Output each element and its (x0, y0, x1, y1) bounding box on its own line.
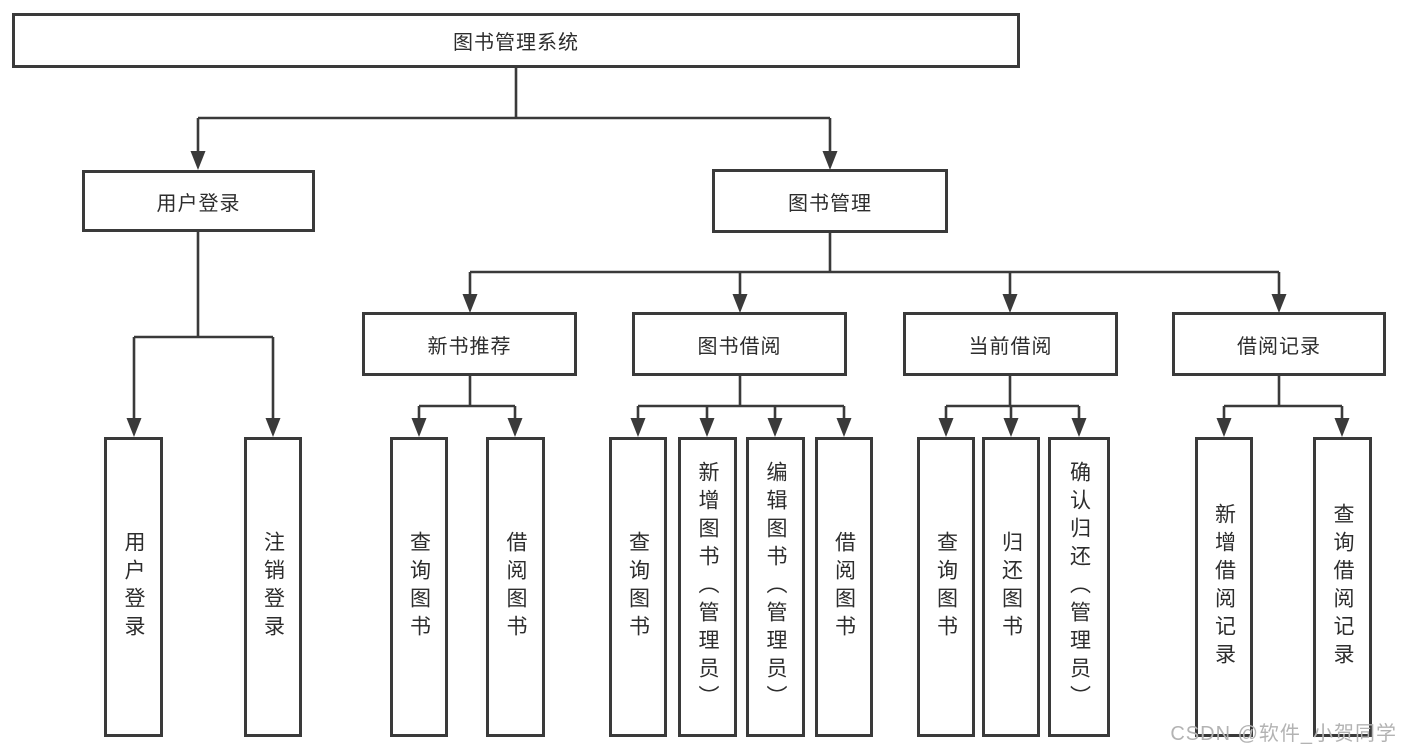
connector-user-login (132, 232, 275, 419)
arrowhead (630, 418, 646, 437)
node-label: 查询图书 (626, 531, 650, 643)
node-label: 借阅图书 (832, 531, 856, 643)
node-current-borrow: 当前借阅 (903, 312, 1118, 376)
csdn-watermark: CSDN @软件_小贺同学 (1170, 723, 1397, 745)
leaf-query-borrow-record: 查询借阅记录 (1313, 437, 1372, 737)
connector-book-management (468, 233, 1281, 295)
arrowhead (767, 418, 783, 437)
arrowhead (411, 418, 427, 437)
leaf-borrow-books-recommend: 借阅图书 (486, 437, 545, 737)
arrowhead (1003, 418, 1019, 437)
arrowhead (265, 418, 281, 437)
node-label: 借阅图书 (504, 531, 527, 643)
node-label: 借阅记录 (1237, 335, 1321, 358)
leaf-add-borrow-record: 新增借阅记录 (1195, 437, 1253, 737)
connector-current-borrow (944, 376, 1081, 419)
connector-borrow-records (1222, 376, 1344, 419)
node-label: 新书推荐 (427, 335, 512, 358)
node-label: 当前借阅 (968, 335, 1053, 358)
connector-book-borrow (636, 376, 846, 419)
leaf-return-books: 归还图书 (982, 437, 1040, 737)
node-label: 注销登录 (261, 531, 285, 643)
node-book-management: 图书管理 (712, 169, 948, 233)
arrowhead (822, 151, 838, 170)
leaf-query-books-recommend: 查询图书 (390, 437, 448, 737)
node-label: 图书借阅 (697, 335, 782, 358)
arrowhead (126, 418, 142, 437)
arrowhead (507, 418, 523, 437)
arrowhead (938, 418, 954, 437)
leaf-query-books-borrow: 查询图书 (609, 437, 667, 737)
node-borrow-records: 借阅记录 (1172, 312, 1386, 376)
leaf-query-books-current: 查询图书 (917, 437, 975, 737)
leaf-user-login: 用户登录 (104, 437, 163, 737)
arrowhead (1271, 294, 1287, 313)
arrowhead (1334, 418, 1350, 437)
node-user-login: 用户登录 (82, 170, 315, 232)
node-label: 查询借阅记录 (1331, 503, 1354, 671)
connector-new-book (417, 376, 517, 419)
node-library-system: 图书管理系统 (12, 13, 1020, 68)
node-label: 新增借阅记录 (1212, 503, 1236, 671)
node-new-book-recommend: 新书推荐 (362, 312, 577, 376)
node-label: 查询图书 (934, 531, 958, 643)
arrowhead (190, 151, 206, 170)
leaf-confirm-return-admin: 确认归还（管理员） (1048, 437, 1110, 737)
leaf-logout: 注销登录 (244, 437, 302, 737)
arrowhead (1002, 294, 1018, 313)
leaf-borrow-books: 借阅图书 (815, 437, 873, 737)
node-label: 归还图书 (999, 531, 1023, 643)
arrowhead (462, 294, 478, 313)
node-label: 编辑图书（管理员） (764, 461, 787, 713)
arrowhead (699, 418, 715, 437)
arrowhead (1216, 418, 1232, 437)
connector-root (196, 68, 832, 152)
node-book-borrow: 图书借阅 (632, 312, 847, 376)
node-label: 图书管理系统 (453, 32, 579, 54)
arrowhead (836, 418, 852, 437)
leaf-edit-books-admin: 编辑图书（管理员） (746, 437, 805, 737)
leaf-add-books-admin: 新增图书（管理员） (678, 437, 737, 737)
node-label: 图书管理 (788, 192, 872, 215)
arrowheads (126, 151, 1350, 437)
node-label: 确认归还（管理员） (1067, 461, 1091, 713)
node-label: 新增图书（管理员） (696, 461, 719, 713)
node-label: 查询图书 (407, 531, 431, 643)
node-label: 用户登录 (156, 192, 241, 215)
node-label: 用户登录 (122, 531, 145, 643)
arrowhead (732, 294, 748, 313)
arrowhead (1071, 418, 1087, 437)
